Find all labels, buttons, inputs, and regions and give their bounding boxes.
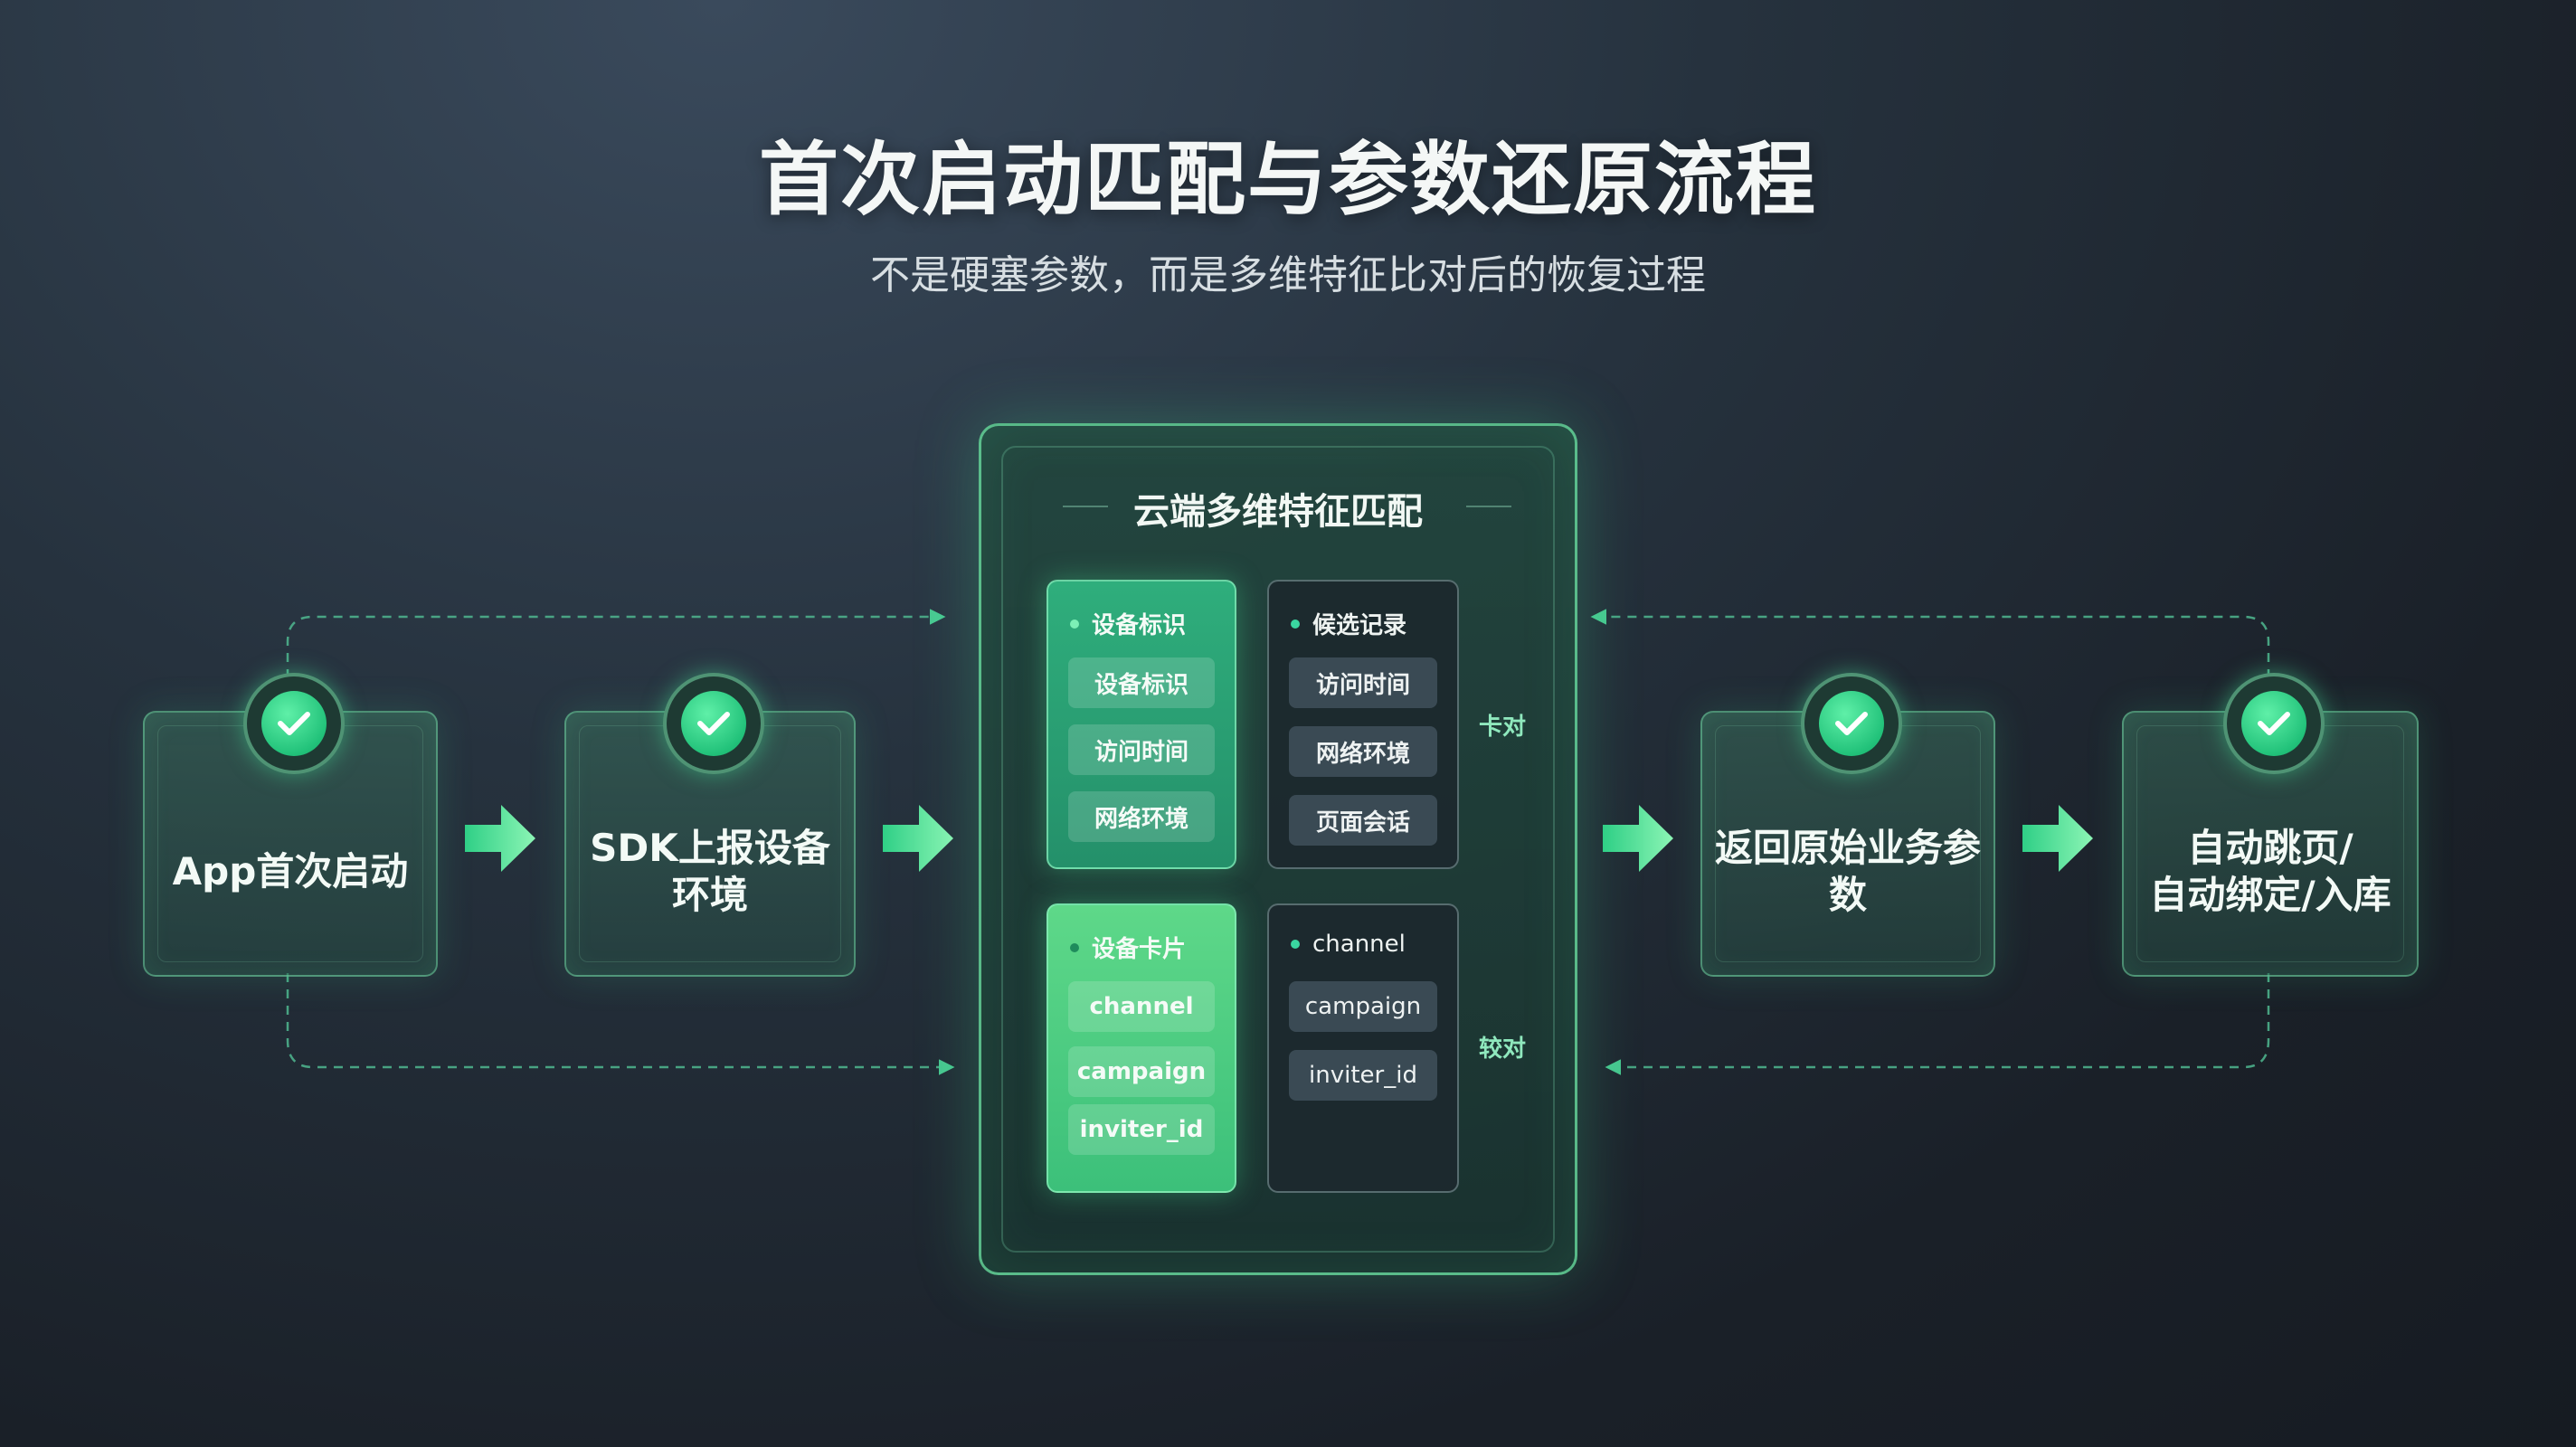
arrow-right-icon <box>465 805 535 872</box>
page-title: 首次启动匹配与参数还原流程 <box>758 133 1817 226</box>
chip: channel <box>1068 981 1215 1032</box>
step-label: 自动跳页/ 自动绑定/入库 <box>2149 826 2391 917</box>
panel-heading: 候选记录 <box>1312 612 1407 639</box>
check-icon <box>1801 673 1902 774</box>
check-icon <box>2223 673 2325 774</box>
arrow-right-icon <box>883 805 953 872</box>
step-label: 返回原始业务参数 <box>1714 826 1981 917</box>
check-icon <box>663 673 764 774</box>
chip: 页面会话 <box>1289 795 1437 846</box>
page-subtitle: 不是硬塞参数，而是多维特征比对后的恢复过程 <box>870 252 1706 298</box>
panel-heading: 设备卡片 <box>1092 936 1187 963</box>
panel-heading: channel <box>1312 931 1406 958</box>
step-label: SDK上报设备 环境 <box>590 826 830 917</box>
step-app-launch: App首次启动 <box>143 673 438 977</box>
chip: inviter_id <box>1289 1050 1437 1101</box>
check-icon <box>243 673 345 774</box>
chip: 访问时间 <box>1289 657 1437 708</box>
chip: inviter_id <box>1068 1104 1215 1155</box>
step-label: App首次启动 <box>172 849 409 894</box>
panel-candidate-records: 候选记录 访问时间 网络环境 页面会话 <box>1267 580 1459 869</box>
cloud-matching-hub: 云端多维特征匹配 设备标识 设备标识 访问时间 网络环境 候选记录 访问时间 网… <box>979 423 1577 1275</box>
side-label-bottom: 较对 <box>1479 1036 1527 1063</box>
chip: 网络环境 <box>1068 791 1215 842</box>
side-label-top: 卡对 <box>1479 714 1527 741</box>
chip: campaign <box>1068 1046 1215 1097</box>
chip: 访问时间 <box>1068 724 1215 775</box>
panel-heading: 设备标识 <box>1092 612 1187 639</box>
panel-device-id: 设备标识 设备标识 访问时间 网络环境 <box>1046 580 1236 869</box>
hub-title: 云端多维特征匹配 <box>1133 491 1423 533</box>
chip: 网络环境 <box>1289 726 1437 777</box>
step-sdk-report: SDK上报设备 环境 <box>564 673 856 977</box>
chip: 设备标识 <box>1068 657 1215 708</box>
arrow-right-icon <box>1603 805 1673 872</box>
step-return-params: 返回原始业务参数 <box>1700 673 1995 977</box>
chip: campaign <box>1289 981 1437 1032</box>
step-auto-action: 自动跳页/ 自动绑定/入库 <box>2122 673 2419 977</box>
panel-channel: channel campaign inviter_id <box>1267 903 1459 1193</box>
panel-device-card: 设备卡片 channel campaign inviter_id <box>1046 903 1236 1193</box>
arrow-right-icon <box>2022 805 2093 872</box>
